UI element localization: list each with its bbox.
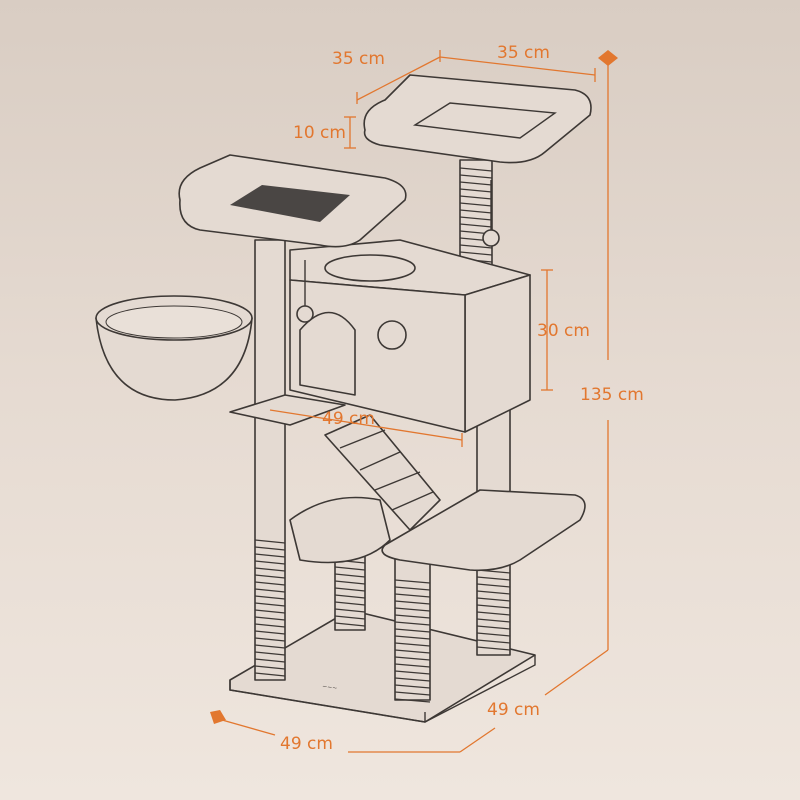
sisal-rope-line xyxy=(394,691,431,696)
condo-side-hole xyxy=(377,320,407,350)
middle-platform xyxy=(229,394,346,426)
side-platform xyxy=(381,489,586,572)
sisal-rope-line xyxy=(476,618,511,623)
sisal-rope-line xyxy=(254,644,286,649)
sisal-rope-line xyxy=(459,174,493,179)
sisal-rope-line xyxy=(476,625,511,630)
sisal-rope-line xyxy=(476,590,511,595)
sisal-rope-line xyxy=(394,698,431,703)
sisal-rope-line xyxy=(459,209,493,214)
sisal-rope-line xyxy=(394,593,431,598)
sisal-rope-line xyxy=(476,632,511,637)
sisal-rope-line xyxy=(459,167,493,172)
post-left xyxy=(254,239,286,681)
sisal-rope-line xyxy=(476,639,511,644)
sisal-rope-line xyxy=(334,580,366,585)
sisal-rope-line xyxy=(334,573,366,578)
label-condo-height: 30 cm xyxy=(537,321,590,341)
sisal-rope-line xyxy=(334,608,366,613)
sisal-rope-line xyxy=(254,616,286,621)
sisal-rope-line xyxy=(254,630,286,635)
sisal-rope-line xyxy=(254,588,286,593)
sisal-rope-line xyxy=(254,546,286,551)
sisal-rope-line xyxy=(334,615,366,620)
condo-top-hole xyxy=(324,254,416,282)
sisal-rope-line xyxy=(394,579,431,584)
sisal-rope-line xyxy=(394,586,431,591)
perch-right-pad xyxy=(412,102,557,139)
sisal-rope-line xyxy=(476,597,511,602)
label-top-depth: 35 cm xyxy=(497,43,550,63)
label-base-depth: 49 cm xyxy=(487,700,540,720)
sisal-rope-line xyxy=(476,604,511,609)
basket xyxy=(95,317,253,401)
sisal-rope-line xyxy=(459,251,493,256)
label-condo-width: 49 cm xyxy=(322,409,375,429)
sisal-rope-line xyxy=(459,216,493,221)
label-total-height: 135 cm xyxy=(580,385,644,405)
toy-ball-left xyxy=(296,305,314,323)
sisal-rope-line xyxy=(254,637,286,642)
sisal-rope-line xyxy=(394,635,431,640)
sisal-rope-line xyxy=(394,607,431,612)
sisal-rope-line xyxy=(394,614,431,619)
sisal-rope-line xyxy=(394,684,431,689)
sisal-rope-line xyxy=(254,581,286,586)
sisal-rope-line xyxy=(334,594,366,599)
height-arrow-icon xyxy=(598,50,618,66)
sisal-rope-line xyxy=(394,600,431,605)
sisal-rope-line xyxy=(254,672,286,677)
sisal-rope-line xyxy=(254,602,286,607)
sisal-rope-line xyxy=(476,646,511,651)
sisal-rope-line xyxy=(254,560,286,565)
sisal-rope-line xyxy=(334,601,366,606)
sisal-rope-line xyxy=(254,595,286,600)
sisal-rope-line xyxy=(394,628,431,633)
sisal-rope-line xyxy=(459,244,493,249)
perch-left-pad xyxy=(230,185,350,222)
sisal-rope-line xyxy=(394,621,431,626)
sisal-rope-line xyxy=(254,539,286,544)
sisal-rope-line xyxy=(254,623,286,628)
sisal-rope-line xyxy=(476,583,511,588)
sisal-rope-line xyxy=(394,649,431,654)
sisal-rope-line xyxy=(254,658,286,663)
sisal-rope-line xyxy=(394,642,431,647)
sisal-rope-line xyxy=(459,181,493,186)
sisal-rope-line xyxy=(334,566,366,571)
sisal-rope-line xyxy=(254,553,286,558)
brand-logo: ~~~ xyxy=(322,683,338,692)
perch-right xyxy=(363,74,592,164)
sisal-rope-line xyxy=(254,574,286,579)
sisal-rope-line xyxy=(476,611,511,616)
sisal-rope-line xyxy=(459,202,493,207)
sisal-rope-line xyxy=(254,651,286,656)
label-top-thickness: 10 cm xyxy=(293,123,346,143)
sisal-rope-line xyxy=(334,622,366,627)
sisal-rope-line xyxy=(459,195,493,200)
dimension-lines xyxy=(214,50,609,753)
toy-ball-top xyxy=(482,229,500,247)
width-arrow-icon xyxy=(210,710,226,724)
sisal-rope-line xyxy=(254,567,286,572)
sisal-rope-line xyxy=(334,587,366,592)
condo-entrance xyxy=(299,311,356,396)
label-base-width: 49 cm xyxy=(280,734,333,754)
lower-platform xyxy=(289,496,391,564)
sisal-rope-line xyxy=(394,656,431,661)
sisal-rope-line xyxy=(254,665,286,670)
label-top-width: 35 cm xyxy=(332,49,385,69)
sisal-rope-line xyxy=(394,670,431,675)
sisal-rope-line xyxy=(476,576,511,581)
sisal-rope-line xyxy=(394,663,431,668)
sisal-rope-line xyxy=(254,609,286,614)
sisal-rope-line xyxy=(459,223,493,228)
sisal-rope-line xyxy=(459,188,493,193)
sisal-rope-line xyxy=(394,677,431,682)
